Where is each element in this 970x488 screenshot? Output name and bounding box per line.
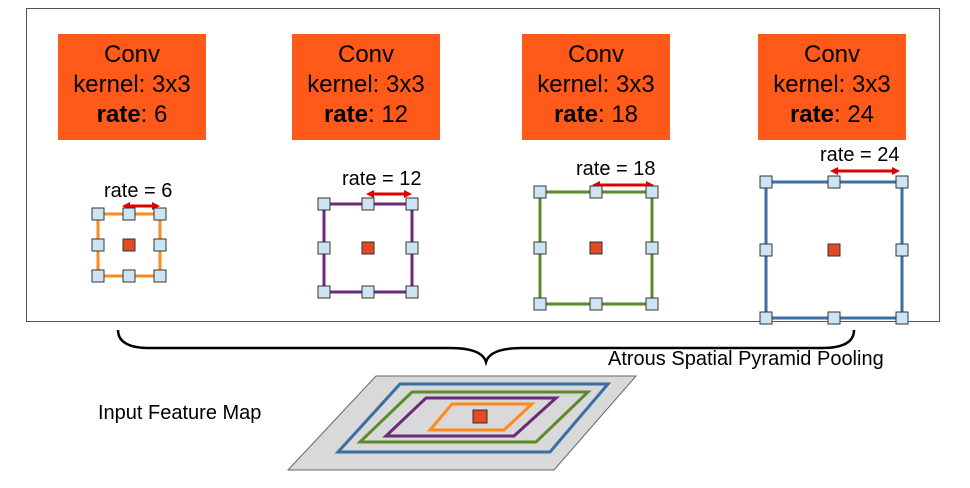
kernel-tap-cell xyxy=(122,269,136,283)
conv-rate-value: : 12 xyxy=(368,101,409,128)
rate-label-24: rate = 24 xyxy=(820,144,900,166)
kernel-center-cell xyxy=(589,241,603,255)
kernel-tap-cell xyxy=(361,197,375,211)
kernel-tap-cell xyxy=(533,241,547,255)
kernel-tap-cell xyxy=(317,241,331,255)
kernel-tap-cell xyxy=(589,297,603,311)
kernel-tap-cell xyxy=(759,175,773,189)
conv-rate-key: rate xyxy=(96,101,141,128)
conv-box-rate-24: Conv kernel: 3x3 rate: 24 xyxy=(758,34,906,140)
kernel-tap-cell xyxy=(589,185,603,199)
grouping-brace xyxy=(116,329,856,367)
kernel-tap-cell xyxy=(91,207,105,221)
feature-map-plane xyxy=(286,375,638,471)
conv-box-rate-12: Conv kernel: 3x3 rate: 12 xyxy=(292,34,440,140)
feature-rect-rate-24 xyxy=(334,382,612,454)
feature-center-cell xyxy=(472,409,488,424)
conv-box-rate-18: Conv kernel: 3x3 rate: 18 xyxy=(522,34,670,140)
conv-rate-key: rate xyxy=(323,101,368,128)
kernel-tap-cell xyxy=(317,197,331,211)
kernel-tap-cell xyxy=(91,238,105,252)
kernel-tap-cell xyxy=(122,207,136,221)
kernel-tap-cell xyxy=(759,311,773,325)
conv-rate-value: : 18 xyxy=(598,101,639,128)
conv-kernel: kernel: 3x3 xyxy=(73,71,191,98)
conv-rate-value: : 6 xyxy=(140,101,168,128)
feature-rect-rate-6 xyxy=(426,402,536,432)
conv-kernel: kernel: 3x3 xyxy=(773,71,891,98)
conv-box-rate-6: Conv kernel: 3x3 rate: 6 xyxy=(58,34,206,140)
kernel-center-cell xyxy=(122,238,136,252)
conv-rate-key: rate xyxy=(553,101,598,128)
input-feature-map-caption: Input Feature Map xyxy=(98,402,262,424)
kernel-tap-cell xyxy=(759,243,773,257)
conv-title: Conv xyxy=(567,41,625,68)
conv-title: Conv xyxy=(337,41,395,68)
kernel-tap-cell xyxy=(153,269,167,283)
aspp-frame xyxy=(26,8,940,322)
kernel-tap-cell xyxy=(895,311,909,325)
kernel-tap-cell xyxy=(645,185,659,199)
feature-rect-rate-12 xyxy=(382,396,560,438)
kernel-tap-cell xyxy=(405,241,419,255)
conv-kernel: kernel: 3x3 xyxy=(537,71,655,98)
conv-rate-value: : 24 xyxy=(834,101,875,128)
kernel-tap-cell xyxy=(645,241,659,255)
kernel-tap-cell xyxy=(533,297,547,311)
conv-rate-key: rate xyxy=(789,101,834,128)
kernel-tap-cell xyxy=(405,197,419,211)
kernel-center-cell xyxy=(361,241,375,255)
conv-title: Conv xyxy=(103,41,161,68)
conv-title: Conv xyxy=(803,41,861,68)
kernel-tap-cell xyxy=(317,285,331,299)
kernel-tap-cell xyxy=(361,285,375,299)
kernel-tap-cell xyxy=(153,207,167,221)
conv-kernel: kernel: 3x3 xyxy=(307,71,425,98)
kernel-tap-cell xyxy=(533,185,547,199)
kernel-tap-cell xyxy=(153,238,167,252)
kernel-tap-cell xyxy=(895,243,909,257)
kernel-tap-cell xyxy=(827,175,841,189)
kernel-tap-cell xyxy=(405,285,419,299)
kernel-tap-cell xyxy=(91,269,105,283)
feature-rect-rate-18 xyxy=(356,390,592,444)
kernel-center-cell xyxy=(827,243,841,257)
kernel-tap-cell xyxy=(895,175,909,189)
aspp-caption: Atrous Spatial Pyramid Pooling xyxy=(608,348,884,370)
kernel-tap-cell xyxy=(827,311,841,325)
rate-label-6: rate = 6 xyxy=(104,180,173,202)
rate-label-18: rate = 18 xyxy=(576,158,656,180)
rate-label-12: rate = 12 xyxy=(342,168,422,190)
kernel-tap-cell xyxy=(645,297,659,311)
